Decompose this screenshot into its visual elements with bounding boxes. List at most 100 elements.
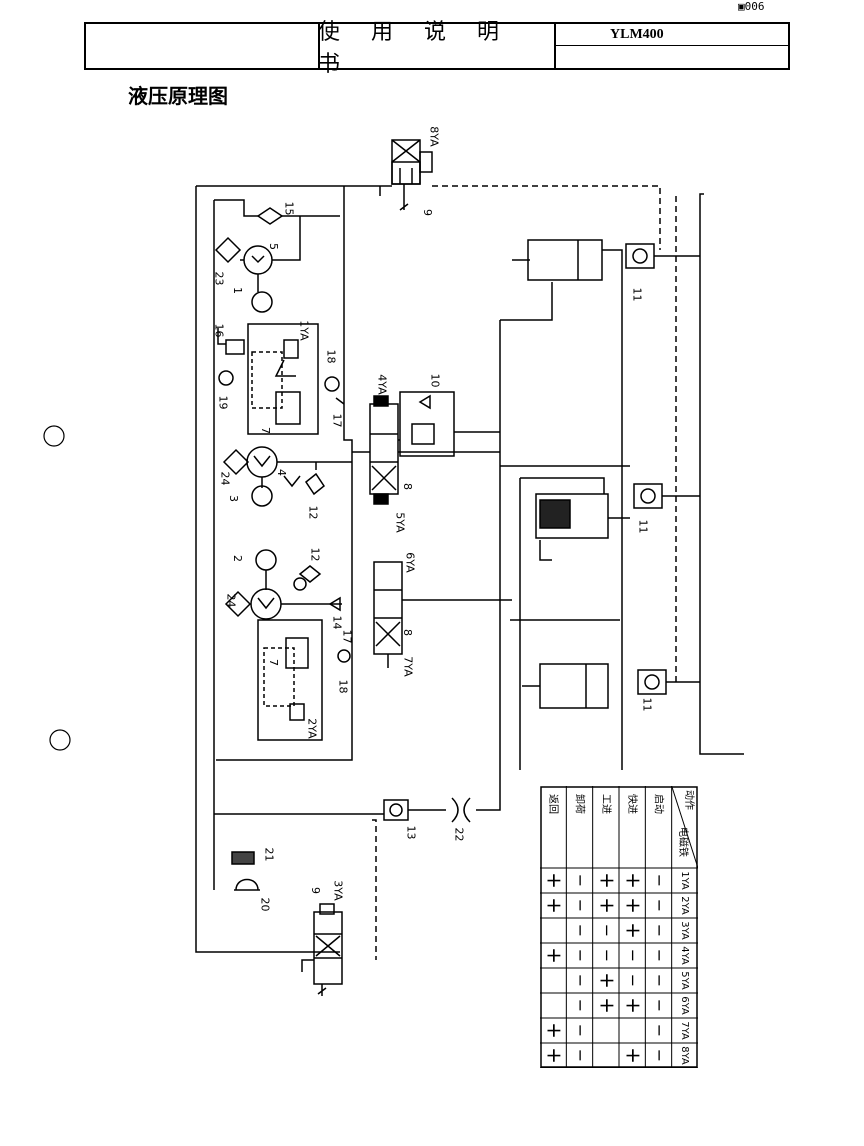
table-solenoid-label: 5YA [679,971,690,990]
table-cell-mark: + [595,997,619,1014]
table-cell-mark: − [650,899,669,912]
section-title: 液压原理图 [128,84,228,108]
binder-hole-top [43,425,65,447]
filter-21 [231,851,255,865]
table-cell-mark: + [543,1022,567,1039]
fax-page-label: 006 [744,0,765,13]
table-cell-mark: + [622,997,646,1014]
label-8ya: 8YA [427,126,441,147]
table-cell-mark: + [595,897,619,914]
table-cell-mark: − [650,1049,669,1062]
table-cell-mark: + [622,1047,646,1064]
table-corner-solenoid-label: 电磁铁 [677,827,690,857]
label-7-lower: 7 [267,659,280,666]
table-cell-mark: − [571,1024,590,1037]
table-solenoid-label: 4YA [679,946,690,965]
table-cell-mark: + [595,972,619,989]
table-cell-mark: − [650,999,669,1012]
label-1ya: 1YA [297,320,311,341]
motor-1 [251,291,273,313]
label-17-lower: 17 [340,629,354,644]
table-corner-diagonal [671,786,698,869]
table-cell-mark: + [622,922,646,939]
label-2: 2 [231,555,244,562]
table-cell-mark: + [543,872,567,889]
label-10: 10 [428,373,442,388]
label-8-upper: 8 [401,483,414,490]
table-action-header: 返回 [547,794,559,814]
label-4ya: 4YA [375,374,389,395]
solenoid-action-table: 动作电磁铁启动快进工进卸荷返回1YA2YA3YA4YA5YA6YA7YA8YA−… [540,786,698,1068]
table-cell-mark: − [571,974,590,987]
label-16: 16 [212,323,226,338]
label-5ya: 5YA [393,512,407,533]
press-ram [535,493,609,539]
table-cell-mark: − [650,949,669,962]
label-6ya: 6YA [403,552,417,573]
machine-frame [699,193,744,755]
label-13: 13 [404,825,418,840]
label-12-lower: 12 [308,547,322,562]
table-action-header: 工进 [600,794,612,814]
pressure-switch-12-upper [283,472,326,496]
right-supply-line [216,186,353,761]
label-9-bottom: 9 [309,887,322,894]
label-22: 22 [452,827,466,842]
label-3ya: 3YA [331,880,345,901]
table-cell-mark: + [622,872,646,889]
label-23: 23 [212,271,226,286]
pressure-switch-12-lower [298,565,322,583]
sequence-valve-10 [399,391,455,457]
table-action-header: 快进 [626,794,638,814]
table-cell-mark: − [597,924,616,937]
label-11-middle: 11 [636,519,650,534]
document-header: 使 用 说 明 书 YLM400 [84,20,790,77]
label-24-upper: 24 [218,471,232,486]
table-solenoid-label: 2YA [679,896,690,915]
label-5: 5 [267,243,280,250]
manual-title: 使 用 说 明 书 [318,20,556,77]
label-9-top: 9 [421,209,434,216]
valve-9-bottom [313,911,343,985]
label-11-bottom: 11 [640,697,654,712]
table-solenoid-label: 1YA [679,871,690,890]
label-4: 4 [275,469,288,476]
label-18-lower: 18 [336,679,350,694]
table-cell-mark: + [543,1047,567,1064]
label-7ya: 7YA [401,656,415,677]
table-cell-mark: − [571,999,590,1012]
label-2ya: 2YA [305,718,319,739]
label-7-upper: 7 [259,427,272,434]
table-solenoid-label: 6YA [679,996,690,1015]
table-solenoid-label: 7YA [679,1021,690,1040]
motor-3 [251,485,273,507]
table-cell-mark: − [571,899,590,912]
label-1: 1 [231,287,244,294]
table-action-header: 启动 [653,794,666,814]
table-cell-mark: − [650,1024,669,1037]
table-cell-mark: − [571,924,590,937]
relief-valve-upper [247,323,319,435]
table-cell-mark: − [571,874,590,887]
table-action-header: 卸荷 [574,794,587,814]
label-18-upper: 18 [324,349,338,364]
table-solenoid-label: 3YA [679,921,690,940]
label-24-lower: 24 [224,593,238,608]
table-corner-action-label: 动作 [683,790,695,810]
table-cell-mark: − [650,974,669,987]
table-cell-mark: − [571,1049,590,1062]
header-blank-cell [86,24,320,68]
fax-icon: ▣ [738,0,745,13]
table-cell-mark: − [597,949,616,962]
throttle-22 [451,797,471,823]
label-17-upper: 17 [330,413,344,428]
tank-20 [234,878,260,891]
table-cell-mark: − [624,974,643,987]
table-cell-mark: − [624,949,643,962]
table-cell-mark: − [571,949,590,962]
table-solenoid-label: 8YA [679,1046,690,1065]
table-cell-mark: − [650,924,669,937]
label-8-lower: 8 [401,629,414,636]
